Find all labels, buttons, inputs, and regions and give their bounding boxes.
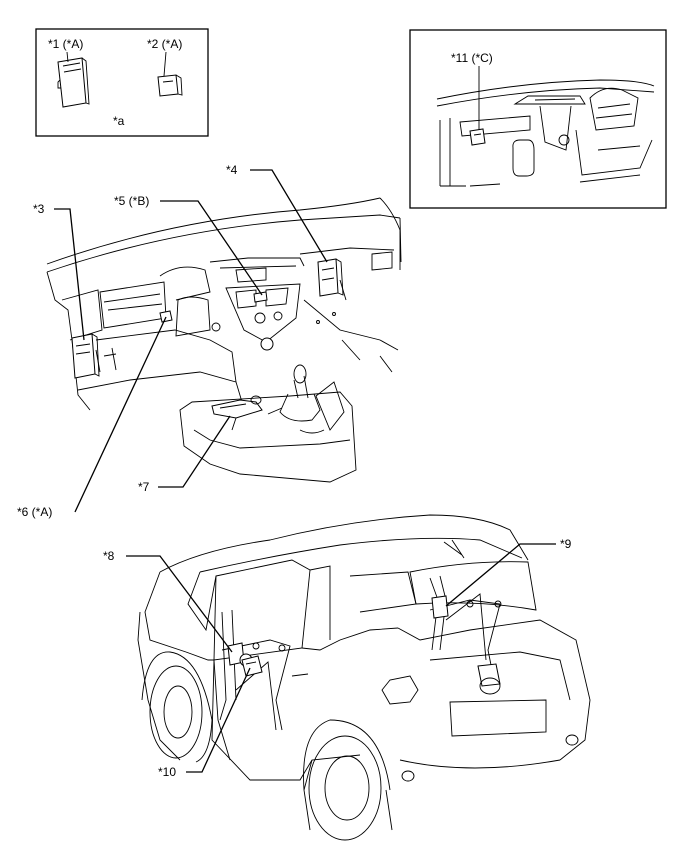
- callout-10: *10: [158, 765, 176, 779]
- leader-lines-dashboard: [54, 169, 328, 513]
- callout-a: *a: [113, 114, 125, 128]
- callout-1: *1 (*A): [48, 37, 83, 51]
- module-2-drawing: [157, 74, 183, 97]
- car-drawing: [137, 514, 591, 841]
- part-9-regulator-drawing: [429, 575, 502, 695]
- callout-6: *6 (*A): [17, 505, 52, 519]
- callout-7: *7: [138, 480, 150, 494]
- part-3-drawing: [71, 333, 100, 379]
- callout-11: *11 (*C): [451, 51, 493, 65]
- callout-5: *5 (*B): [114, 194, 149, 208]
- part-10-motor-drawing: [241, 655, 263, 677]
- callout-3: *3: [33, 202, 45, 216]
- inset-box-modules: *1 (*A) *2 (*A) *a: [35, 28, 209, 137]
- inset-dashboard-drawing: [436, 79, 655, 187]
- module-1-drawing: [57, 57, 90, 108]
- callout-8: *8: [103, 549, 115, 563]
- part-7-drawing: [211, 395, 263, 419]
- callout-9: *9: [560, 537, 572, 551]
- dashboard-drawing: [46, 197, 402, 483]
- inset-box-dash-detail: *11 (*C): [409, 29, 667, 209]
- leader-lines-car: [126, 543, 556, 773]
- part-5-drawing: [253, 291, 268, 303]
- part-6-drawing: [159, 310, 173, 323]
- callout-4: *4: [226, 163, 238, 177]
- callout-2: *2 (*A): [147, 37, 182, 51]
- part-4-drawing: [317, 258, 344, 297]
